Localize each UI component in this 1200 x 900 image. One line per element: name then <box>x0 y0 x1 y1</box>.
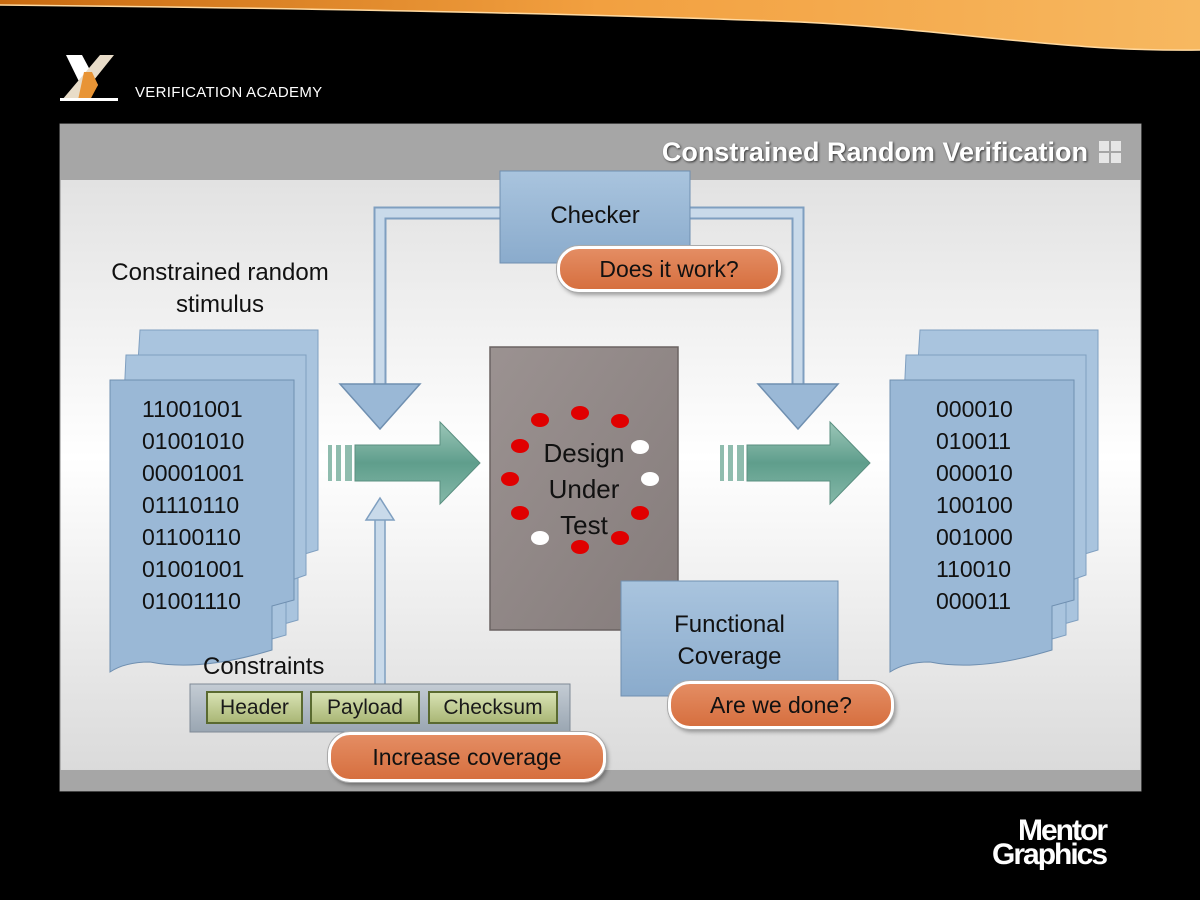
coverage-label-line2: Coverage <box>677 643 782 670</box>
mentor-logo-line2: Graphics <box>992 838 1108 871</box>
dot-white <box>631 440 649 454</box>
increase-coverage-label: Increase coverage <box>372 743 562 770</box>
dot-red <box>571 406 589 420</box>
coverage-box <box>620 580 839 697</box>
output-bits: 000010 010011 000010 100100 001000 11001… <box>936 393 1013 617</box>
mentor-logo-line1: Mentor <box>1018 814 1108 847</box>
output-bit-row: 100100 <box>936 492 1013 518</box>
constraint-field-checksum: Checksum <box>428 691 558 724</box>
stimulus-bit-row: 01001010 <box>142 428 245 454</box>
dot-red <box>631 506 649 520</box>
brand-name: VERIFICATION ACADEMY <box>135 84 323 101</box>
increase-coverage-pill: Increase coverage <box>328 732 606 782</box>
stimulus-bits: 11001001 01001010 00001001 01110110 0110… <box>142 393 244 617</box>
stimulus-bit-row: 00001001 <box>142 460 245 486</box>
va-logo <box>60 55 118 101</box>
output-arrow <box>720 420 871 506</box>
constraint-field-header: Header <box>206 691 303 724</box>
checker-label: Checker <box>550 202 640 229</box>
dut-label-line3: Test <box>560 510 608 540</box>
stimulus-bit-row: 01100110 <box>142 524 241 550</box>
coverage-dots <box>501 406 659 554</box>
output-bit-row: 000010 <box>936 460 1013 486</box>
dot-red <box>611 531 629 545</box>
dot-white <box>641 472 659 486</box>
constraint-field-label: Payload <box>327 695 403 719</box>
coverage-question: Are we done? <box>710 691 852 718</box>
constraint-field-label: Checksum <box>443 695 543 719</box>
stimulus-bit-row: 01110110 <box>142 492 240 518</box>
dot-white <box>531 531 549 545</box>
output-bit-row: 001000 <box>936 524 1013 550</box>
windows-icon <box>1099 141 1121 163</box>
header-swoosh-edge <box>0 4 1200 51</box>
checker-question: Does it work? <box>599 255 739 282</box>
dot-red <box>501 472 519 486</box>
slide-title: Constrained Random Verification <box>661 137 1088 167</box>
stimulus-document <box>109 329 319 673</box>
stimulus-bit-row: 01001001 <box>142 556 245 582</box>
stimulus-bit-row: 01001110 <box>142 588 241 614</box>
down-arrow-right <box>756 383 840 431</box>
constraint-field-label: Header <box>220 695 289 719</box>
dut-label-line1: Design <box>543 438 625 468</box>
header-swoosh <box>0 0 1200 51</box>
coverage-label-line1: Functional <box>674 611 785 638</box>
constraint-field-payload: Payload <box>310 691 420 724</box>
bottom-bar <box>60 770 1141 791</box>
dot-red <box>531 413 549 427</box>
dot-red <box>611 414 629 428</box>
checker-question-pill: Does it work? <box>557 246 781 292</box>
dot-red <box>511 439 529 453</box>
dot-red <box>571 540 589 554</box>
input-arrow <box>328 420 481 506</box>
checker-loop <box>338 206 840 431</box>
coverage-question-pill: Are we done? <box>668 681 894 729</box>
output-bit-row: 010011 <box>936 428 1012 454</box>
output-bit-row: 000010 <box>936 396 1013 422</box>
output-document <box>889 329 1099 673</box>
dut-label-line2: Under <box>548 474 620 504</box>
stimulus-label-line1: Constrained random <box>111 259 329 286</box>
down-arrow-left <box>338 383 422 431</box>
stimulus-bit-row: 11001001 <box>142 396 243 422</box>
constraints-label: Constraints <box>203 653 325 680</box>
dot-red <box>511 506 529 520</box>
stimulus-label-line2: stimulus <box>175 291 265 318</box>
output-bit-row: 000011 <box>936 588 1012 614</box>
output-bit-row: 110010 <box>936 556 1012 582</box>
